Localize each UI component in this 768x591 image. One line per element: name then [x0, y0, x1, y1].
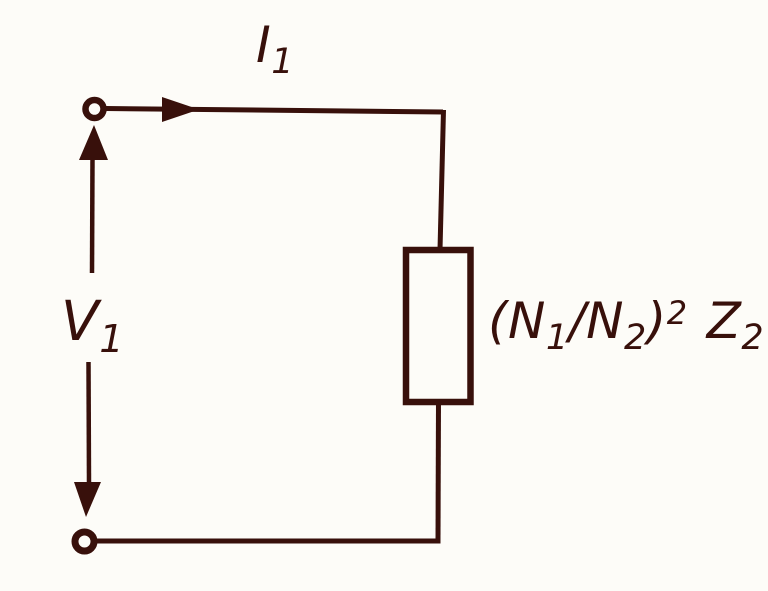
impedance-n2-symbol: N — [586, 292, 624, 350]
impedance-n1-subscript: 1 — [545, 317, 569, 358]
current-subscript: 1 — [271, 41, 295, 82]
impedance-open-paren: ( — [488, 292, 509, 350]
impedance-exponent: 2 — [666, 293, 688, 332]
impedance-z-subscript: 2 — [741, 317, 765, 358]
current-arrowhead-icon — [162, 97, 199, 122]
wire-right-lower — [435, 400, 441, 542]
voltage-label: V1 — [61, 294, 124, 359]
voltage-arrow-up-shaft — [89, 157, 95, 274]
terminal-node-bottom-icon — [71, 528, 98, 555]
impedance-n1-symbol: N — [508, 292, 546, 350]
voltage-arrow-down-shaft — [86, 361, 92, 485]
impedance-n2-subscript: 2 — [623, 317, 647, 358]
wire-top — [105, 106, 444, 115]
impedance-box — [402, 246, 474, 406]
wire-right-upper — [437, 109, 446, 251]
voltage-subscript: 1 — [99, 316, 125, 362]
impedance-slash: / — [568, 292, 587, 350]
voltage-arrow-up-head-icon — [79, 125, 108, 160]
current-label: I1 — [256, 20, 294, 79]
terminal-node-top-icon — [82, 96, 107, 122]
impedance-close-paren: ) — [646, 292, 667, 350]
voltage-symbol: V — [61, 289, 100, 353]
current-symbol: I — [256, 16, 272, 74]
impedance-z-symbol: Z — [706, 292, 742, 350]
voltage-arrow-down-head-icon — [74, 482, 101, 517]
